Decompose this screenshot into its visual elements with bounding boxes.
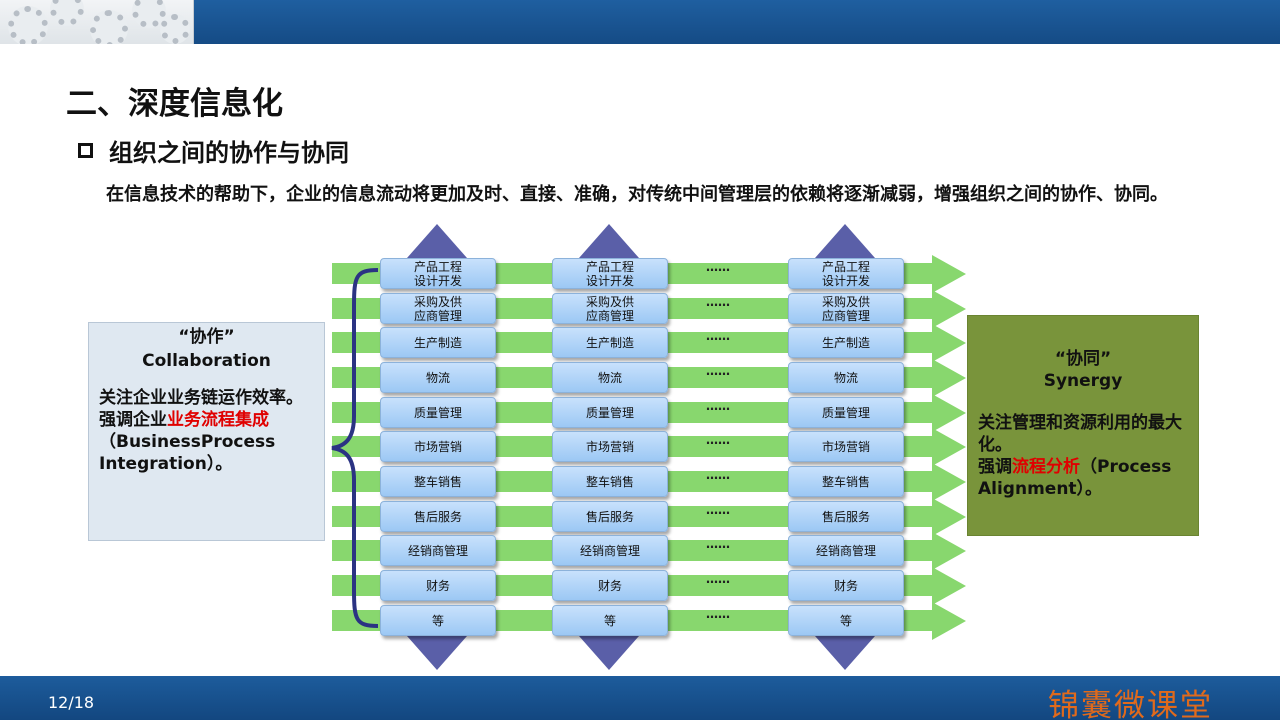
triangle-down-icon — [579, 636, 639, 670]
ellipsis-text: …… — [706, 607, 730, 621]
subtitle-text: 组织之间的协作与协同 — [109, 133, 349, 168]
process-box: 售后服务 — [552, 501, 668, 532]
collaboration-line2-prefix: 强调企业 — [99, 410, 167, 430]
synergy-title-cn: “协同” — [978, 348, 1188, 370]
process-box: 质量管理 — [552, 397, 668, 428]
page-number: 12/18 — [48, 693, 94, 712]
square-bullet-icon — [78, 143, 93, 158]
ellipsis-text: …… — [706, 329, 730, 343]
process-box: 财务 — [788, 570, 904, 601]
process-box: 采购及供应商管理 — [380, 293, 496, 324]
synergy-panel: “协同” Synergy 关注管理和资源利用的最大化。 强调流程分析（Proce… — [967, 315, 1199, 536]
flow-arrowhead-icon — [932, 394, 966, 432]
process-box: 物流 — [552, 362, 668, 393]
process-box: 经销商管理 — [552, 535, 668, 566]
triangle-up-icon — [579, 224, 639, 258]
flow-arrowhead-icon — [932, 463, 966, 501]
process-box: 市场营销 — [788, 431, 904, 462]
process-box: 经销商管理 — [788, 535, 904, 566]
triangle-up-icon — [815, 224, 875, 258]
process-box: 市场营销 — [552, 431, 668, 462]
synergy-title-en: Synergy — [978, 370, 1188, 392]
process-box: 产品工程设计开发 — [552, 258, 668, 289]
synergy-highlight: 流程分析 — [1012, 457, 1080, 477]
triangle-down-icon — [407, 636, 467, 670]
flow-arrowhead-icon — [932, 532, 966, 570]
collaboration-panel: “协作” Collaboration 关注企业业务链运作效率。 强调企业业务流程… — [88, 322, 325, 541]
collaboration-title-cn: “协作” — [99, 325, 314, 349]
flow-arrowhead-icon — [932, 359, 966, 397]
process-box: 财务 — [552, 570, 668, 601]
ellipsis-text: …… — [706, 364, 730, 378]
slide-subtitle: 组织之间的协作与协同 — [78, 133, 349, 168]
ellipsis-text: …… — [706, 295, 730, 309]
process-box: 物流 — [380, 362, 496, 393]
synergy-line2-prefix: 强调 — [978, 457, 1012, 477]
process-box: 整车销售 — [552, 466, 668, 497]
triangle-up-icon — [407, 224, 467, 258]
collaboration-highlight: 业务流程集成 — [167, 410, 269, 430]
flow-arrowhead-icon — [932, 428, 966, 466]
flow-arrowhead-icon — [932, 255, 966, 293]
process-box: 经销商管理 — [380, 535, 496, 566]
ellipsis-text: …… — [706, 503, 730, 517]
ellipsis-text: …… — [706, 537, 730, 551]
process-box: 售后服务 — [380, 501, 496, 532]
process-box: 质量管理 — [788, 397, 904, 428]
brand-logo-text: 锦囊微课堂 — [1048, 680, 1248, 725]
ellipsis-text: …… — [706, 433, 730, 447]
process-box: 质量管理 — [380, 397, 496, 428]
logo-gears-image — [0, 0, 194, 44]
intro-paragraph: 在信息技术的帮助下，企业的信息流动将更加及时、直接、准确，对传统中间管理层的依赖… — [68, 178, 1228, 212]
left-brace-icon — [326, 266, 386, 630]
process-box: 整车销售 — [380, 466, 496, 497]
collaboration-title-en: Collaboration — [99, 349, 314, 373]
flow-arrowhead-icon — [932, 324, 966, 362]
process-box: 等 — [788, 605, 904, 636]
process-box: 生产制造 — [380, 327, 496, 358]
process-box: 产品工程设计开发 — [788, 258, 904, 289]
flow-arrowhead-icon — [932, 498, 966, 536]
triangle-down-icon — [815, 636, 875, 670]
ellipsis-text: …… — [706, 260, 730, 274]
ellipsis-text: …… — [706, 468, 730, 482]
ellipsis-text: …… — [706, 572, 730, 586]
slide-title: 二、深度信息化 — [66, 78, 283, 123]
collaboration-line1: 关注企业业务链运作效率。 — [99, 387, 314, 409]
process-box: 等 — [552, 605, 668, 636]
process-box: 整车销售 — [788, 466, 904, 497]
collaboration-line3: （BusinessProcess Integration）。 — [99, 431, 314, 475]
process-box: 生产制造 — [788, 327, 904, 358]
process-box: 市场营销 — [380, 431, 496, 462]
flow-arrowhead-icon — [932, 290, 966, 328]
process-box: 产品工程设计开发 — [380, 258, 496, 289]
process-box: 采购及供应商管理 — [552, 293, 668, 324]
process-box: 生产制造 — [552, 327, 668, 358]
process-box: 等 — [380, 605, 496, 636]
process-box: 财务 — [380, 570, 496, 601]
process-box: 采购及供应商管理 — [788, 293, 904, 324]
process-box: 物流 — [788, 362, 904, 393]
process-box: 售后服务 — [788, 501, 904, 532]
ellipsis-text: …… — [706, 399, 730, 413]
flow-arrowhead-icon — [932, 602, 966, 640]
flow-arrowhead-icon — [932, 567, 966, 605]
synergy-line1: 关注管理和资源利用的最大化。 — [978, 412, 1188, 456]
